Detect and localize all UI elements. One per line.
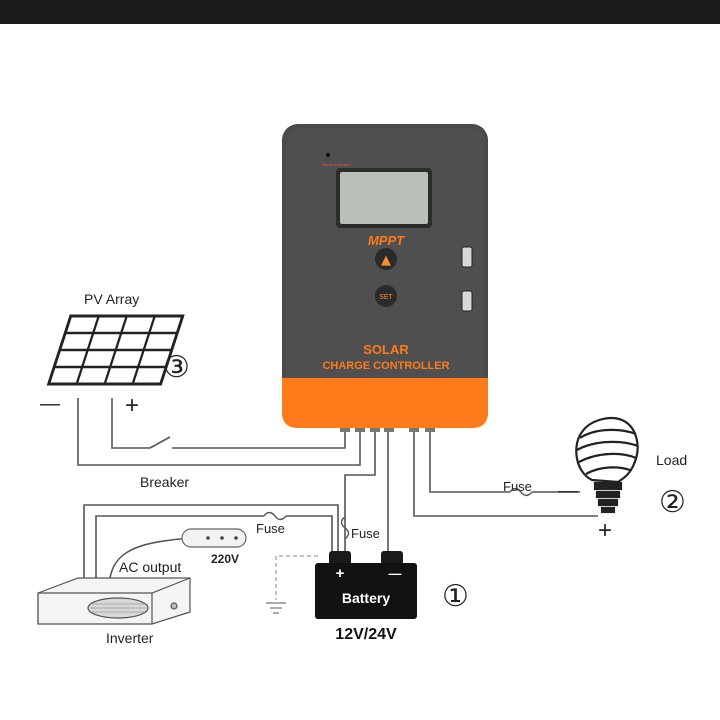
inverter-minus-wire — [95, 515, 264, 580]
usb-port-1-icon — [461, 246, 473, 268]
load-label: Load — [656, 452, 687, 468]
battery-plus-terminal-icon — [329, 551, 351, 565]
ac-output-label: AC output — [119, 559, 181, 575]
controller-accent-band — [282, 378, 488, 428]
battery-body — [315, 563, 417, 619]
pv-minus-label: — — [40, 393, 60, 415]
battery-minus-terminal-icon — [381, 551, 403, 565]
battery-label: Battery — [342, 590, 390, 606]
inverter: Inverter AC output 220V — [37, 528, 247, 646]
wires — [77, 398, 598, 580]
inverter-plus-wire — [83, 504, 339, 580]
up-button[interactable] — [375, 248, 397, 270]
pv-positive-wire-2 — [172, 430, 346, 449]
inverter-label: Inverter — [106, 630, 154, 646]
inverter-box-icon — [37, 577, 191, 625]
controller-title: SOLAR — [363, 342, 409, 357]
pv-array: PV Array — + ③ — [40, 291, 190, 419]
power-outlet-icon — [181, 528, 247, 548]
pv-array-label: PV Array — [84, 291, 139, 307]
battery-number-label: ① — [442, 580, 469, 613]
pv-positive-wire — [111, 398, 150, 449]
lcd-screen — [340, 172, 428, 224]
load-positive-wire — [413, 428, 598, 517]
battery-plus-label: + — [336, 565, 345, 582]
load-negative-wire — [429, 428, 510, 493]
pv-negative-wire — [77, 398, 361, 466]
battery-fuse-icon — [340, 516, 350, 540]
set-button[interactable] — [375, 285, 397, 307]
battery-plus-wire — [344, 428, 376, 552]
breaker-label: Breaker — [140, 474, 189, 490]
load-minus-label: — — [558, 480, 578, 502]
light-bulb-icon — [575, 416, 639, 514]
brand-label: MPPT — [368, 233, 405, 248]
battery: + — Battery 12V/24V ① — [315, 551, 469, 643]
ac-output-cable — [109, 537, 191, 579]
controller-body — [282, 124, 488, 428]
top-bar — [0, 0, 720, 24]
inverter-fuse-label: Fuse — [256, 521, 285, 536]
controller-subtitle: CHARGE CONTROLLER — [322, 360, 449, 372]
set-button-label: SET — [379, 294, 393, 301]
power-indicator-icon — [326, 153, 330, 157]
load-number-label: ② — [659, 486, 686, 519]
charge-controller: Power Indicator MPPT ▲ SET SOLAR CHARGE … — [282, 124, 488, 432]
solar-panel-icon — [46, 314, 185, 386]
inverter-minus-wire-2 — [286, 515, 333, 552]
load-fuse-icon — [509, 487, 533, 497]
outlet-voltage-label: 220V — [211, 552, 239, 566]
up-arrow-icon: ▲ — [381, 253, 391, 268]
load: Load — + ② — [558, 416, 687, 544]
pv-number-label: ③ — [163, 351, 190, 384]
load-fuse-label: Fuse — [503, 479, 532, 494]
battery-minus-label: — — [389, 566, 402, 581]
load-plus-label: + — [598, 517, 612, 544]
usb-port-2-icon — [461, 290, 473, 312]
ground — [266, 555, 318, 614]
battery-fuse-label: Fuse — [351, 526, 380, 541]
power-indicator-label: Power Indicator — [322, 162, 350, 167]
breaker-switch: Breaker — [140, 436, 189, 490]
inverter-fuse-icon — [263, 511, 287, 521]
battery-voltage-label: 12V/24V — [335, 626, 397, 643]
pv-plus-label: + — [125, 392, 139, 419]
